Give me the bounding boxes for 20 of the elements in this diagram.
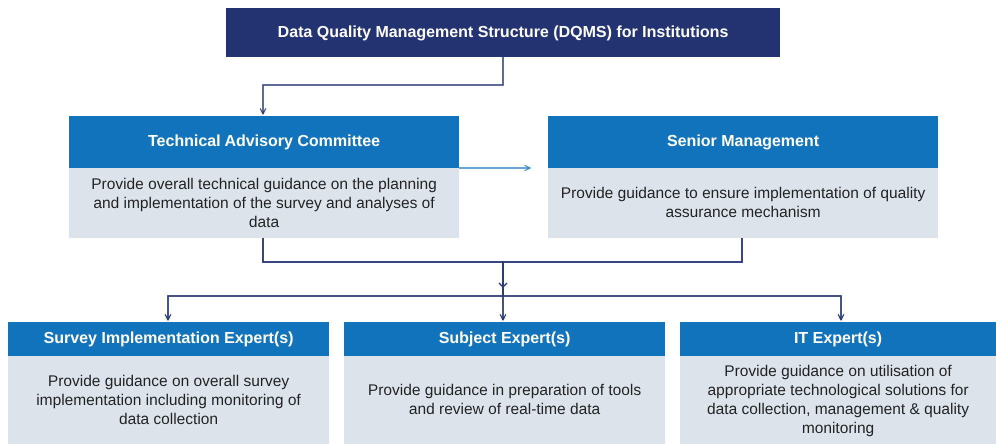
org-box [680, 322, 996, 444]
role-heading: Technical Advisory Committee [69, 116, 459, 168]
role-heading: Survey Implementation Expert(s) [8, 322, 329, 356]
role-description: Provide guidance to ensure implementation of quality assurance mechanism [548, 168, 938, 238]
connector-arrow [502, 238, 844, 321]
role-heading: Data Quality Management Structure (DQMS) for Institutions [226, 8, 780, 57]
org-box [8, 322, 329, 444]
arrowhead [498, 282, 508, 288]
role-heading: IT Expert(s) [680, 322, 996, 356]
org-box [69, 116, 459, 238]
role-description: Provide guidance on overall survey implementation including monitoring of data collection [8, 356, 329, 444]
role-description: Provide overall technical guidance on the planning and implementation of the survey and analyses of data [69, 168, 459, 238]
role-heading: Senior Management [548, 116, 938, 168]
role-description: Provide guidance on utilisation of appropriate technological solutions for data collection, management & quality monitoring [680, 356, 996, 444]
role-description: Provide guidance in preparation of tools and review of real-time data [344, 356, 665, 444]
connector-arrow [260, 57, 504, 115]
org-box [344, 322, 665, 444]
org-box [548, 116, 938, 238]
connector-arrow [459, 164, 531, 172]
role-heading: Subject Expert(s) [344, 322, 665, 356]
